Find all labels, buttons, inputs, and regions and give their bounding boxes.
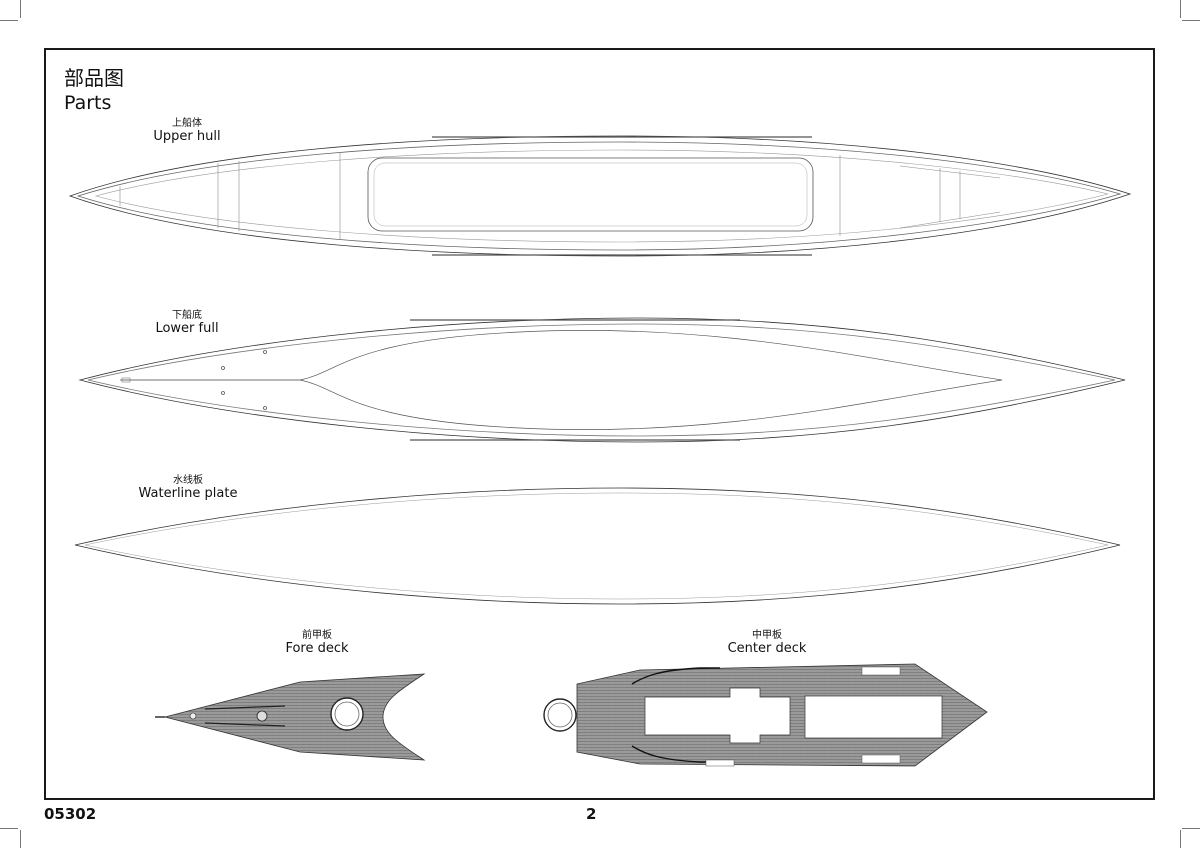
upper-hull-label: 上船体 Upper hull	[97, 118, 277, 144]
lower-hull-label-cn: 下船底	[172, 310, 202, 321]
lower-hull-label-en: Lower full	[155, 320, 219, 336]
crop-mark-br-v	[1180, 830, 1181, 848]
page-number: 2	[586, 805, 597, 823]
fore-deck-label-en: Fore deck	[285, 640, 349, 656]
waterline-plate-label: 水线板 Waterline plate	[98, 475, 278, 501]
fore-deck-label: 前甲板 Fore deck	[227, 630, 407, 656]
page-title-en: Parts	[64, 92, 112, 114]
lower-hull-label: 下船底 Lower full	[97, 310, 277, 336]
waterline-plate-label-en: Waterline plate	[138, 485, 238, 501]
lower-hull-drawing	[78, 317, 1126, 443]
fore-deck-drawing	[155, 673, 426, 761]
page-frame	[44, 48, 1155, 800]
crop-mark-tr-v	[1180, 0, 1181, 18]
product-code: 05302	[44, 805, 97, 823]
upper-hull-label-en: Upper hull	[153, 128, 221, 144]
waterline-plate-label-cn: 水线板	[173, 475, 203, 486]
crop-mark-tr-h	[1182, 20, 1200, 21]
center-deck-drawing	[543, 663, 988, 767]
crop-mark-bl-v	[20, 830, 21, 848]
center-deck-label-en: Center deck	[727, 640, 807, 656]
page-title-cn: 部品图	[64, 66, 124, 90]
upper-hull-label-cn: 上船体	[172, 118, 202, 129]
upper-hull-drawing	[68, 135, 1132, 257]
crop-mark-tl-h	[0, 20, 18, 21]
center-deck-label-cn: 中甲板	[752, 630, 782, 641]
fore-deck-label-cn: 前甲板	[302, 630, 332, 641]
waterline-plate-drawing	[74, 487, 1121, 605]
crop-mark-bl-h	[0, 828, 18, 829]
center-deck-label: 中甲板 Center deck	[677, 630, 857, 656]
crop-mark-tl-v	[20, 0, 21, 18]
crop-mark-br-h	[1182, 828, 1200, 829]
